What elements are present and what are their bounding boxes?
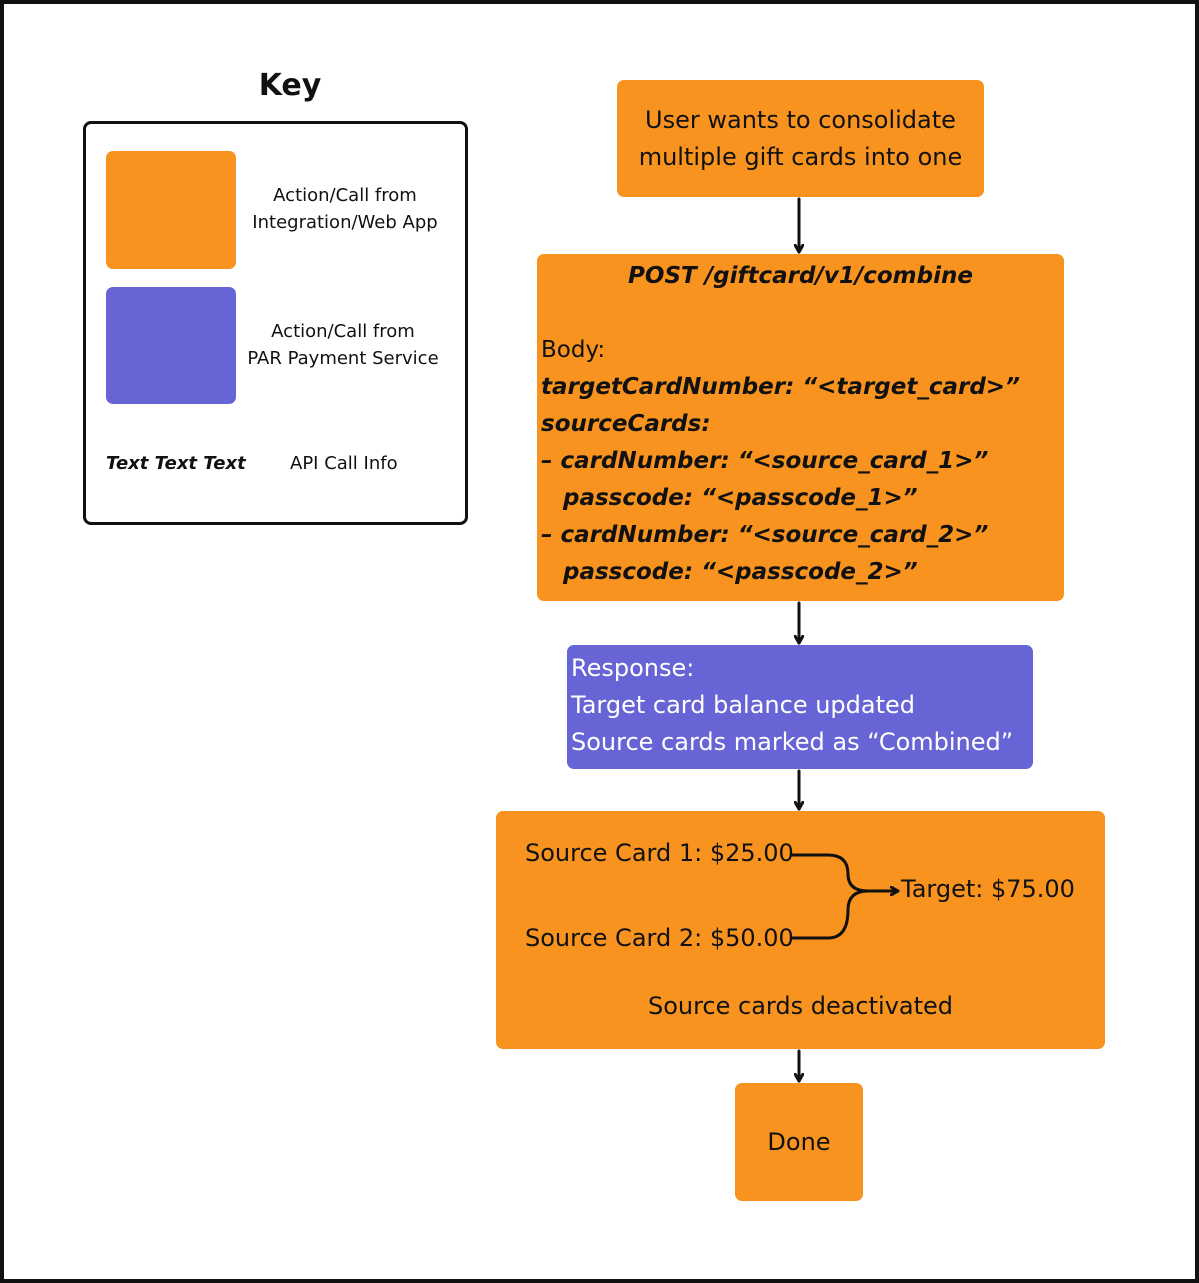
combine-step bbox=[496, 811, 1105, 1049]
response-line-2: Source cards marked as “Combined” bbox=[571, 728, 1014, 756]
response-line-1: Target card balance updated bbox=[571, 691, 916, 719]
request-source-label: sourceCards: bbox=[541, 411, 711, 437]
done-step: Done bbox=[735, 1083, 863, 1201]
merge-line-source-2 bbox=[790, 889, 870, 940]
key-swatch-web-app bbox=[106, 151, 236, 269]
key-title: Key bbox=[258, 68, 322, 103]
key-panel bbox=[83, 121, 468, 525]
key-sample-label: API Call Info bbox=[290, 453, 398, 474]
request-source-card-2: – cardNumber: “<source_card_2>” bbox=[541, 522, 989, 548]
request-source-card-1: – cardNumber: “<source_card_1>” bbox=[541, 448, 989, 474]
key-label-web-app: Action/Call from Integration/Web App bbox=[252, 185, 438, 233]
request-step: POST /giftcard/v1/combine Body: targetCa… bbox=[537, 254, 1064, 601]
deactivated-note: Source cards deactivated bbox=[647, 992, 954, 1020]
key-sample-text: Text Text Text bbox=[106, 453, 246, 474]
response-step: Response: Target card balance updated So… bbox=[567, 645, 1033, 769]
key-swatch-par-service bbox=[106, 287, 236, 404]
source-card-2-balance: Source Card 2: $50.00 bbox=[525, 924, 794, 952]
target-card-balance: Target: $75.00 bbox=[901, 875, 1075, 903]
start-step: User wants to consolidate multiple gift … bbox=[617, 80, 984, 197]
request-endpoint: POST /giftcard/v1/combine bbox=[628, 263, 973, 289]
merge-line-source-1 bbox=[790, 853, 870, 893]
source-card-1-balance: Source Card 1: $25.00 bbox=[525, 839, 794, 867]
request-passcode-2: passcode: “<passcode_2>” bbox=[563, 559, 918, 585]
request-body-label: Body: bbox=[541, 337, 606, 363]
response-title: Response: bbox=[571, 654, 695, 682]
request-passcode-1: passcode: “<passcode_1>” bbox=[563, 485, 918, 511]
request-target-line: targetCardNumber: “<target_card>” bbox=[541, 374, 1020, 400]
key-label-par-service: Action/Call from PAR Payment Service bbox=[247, 321, 439, 369]
